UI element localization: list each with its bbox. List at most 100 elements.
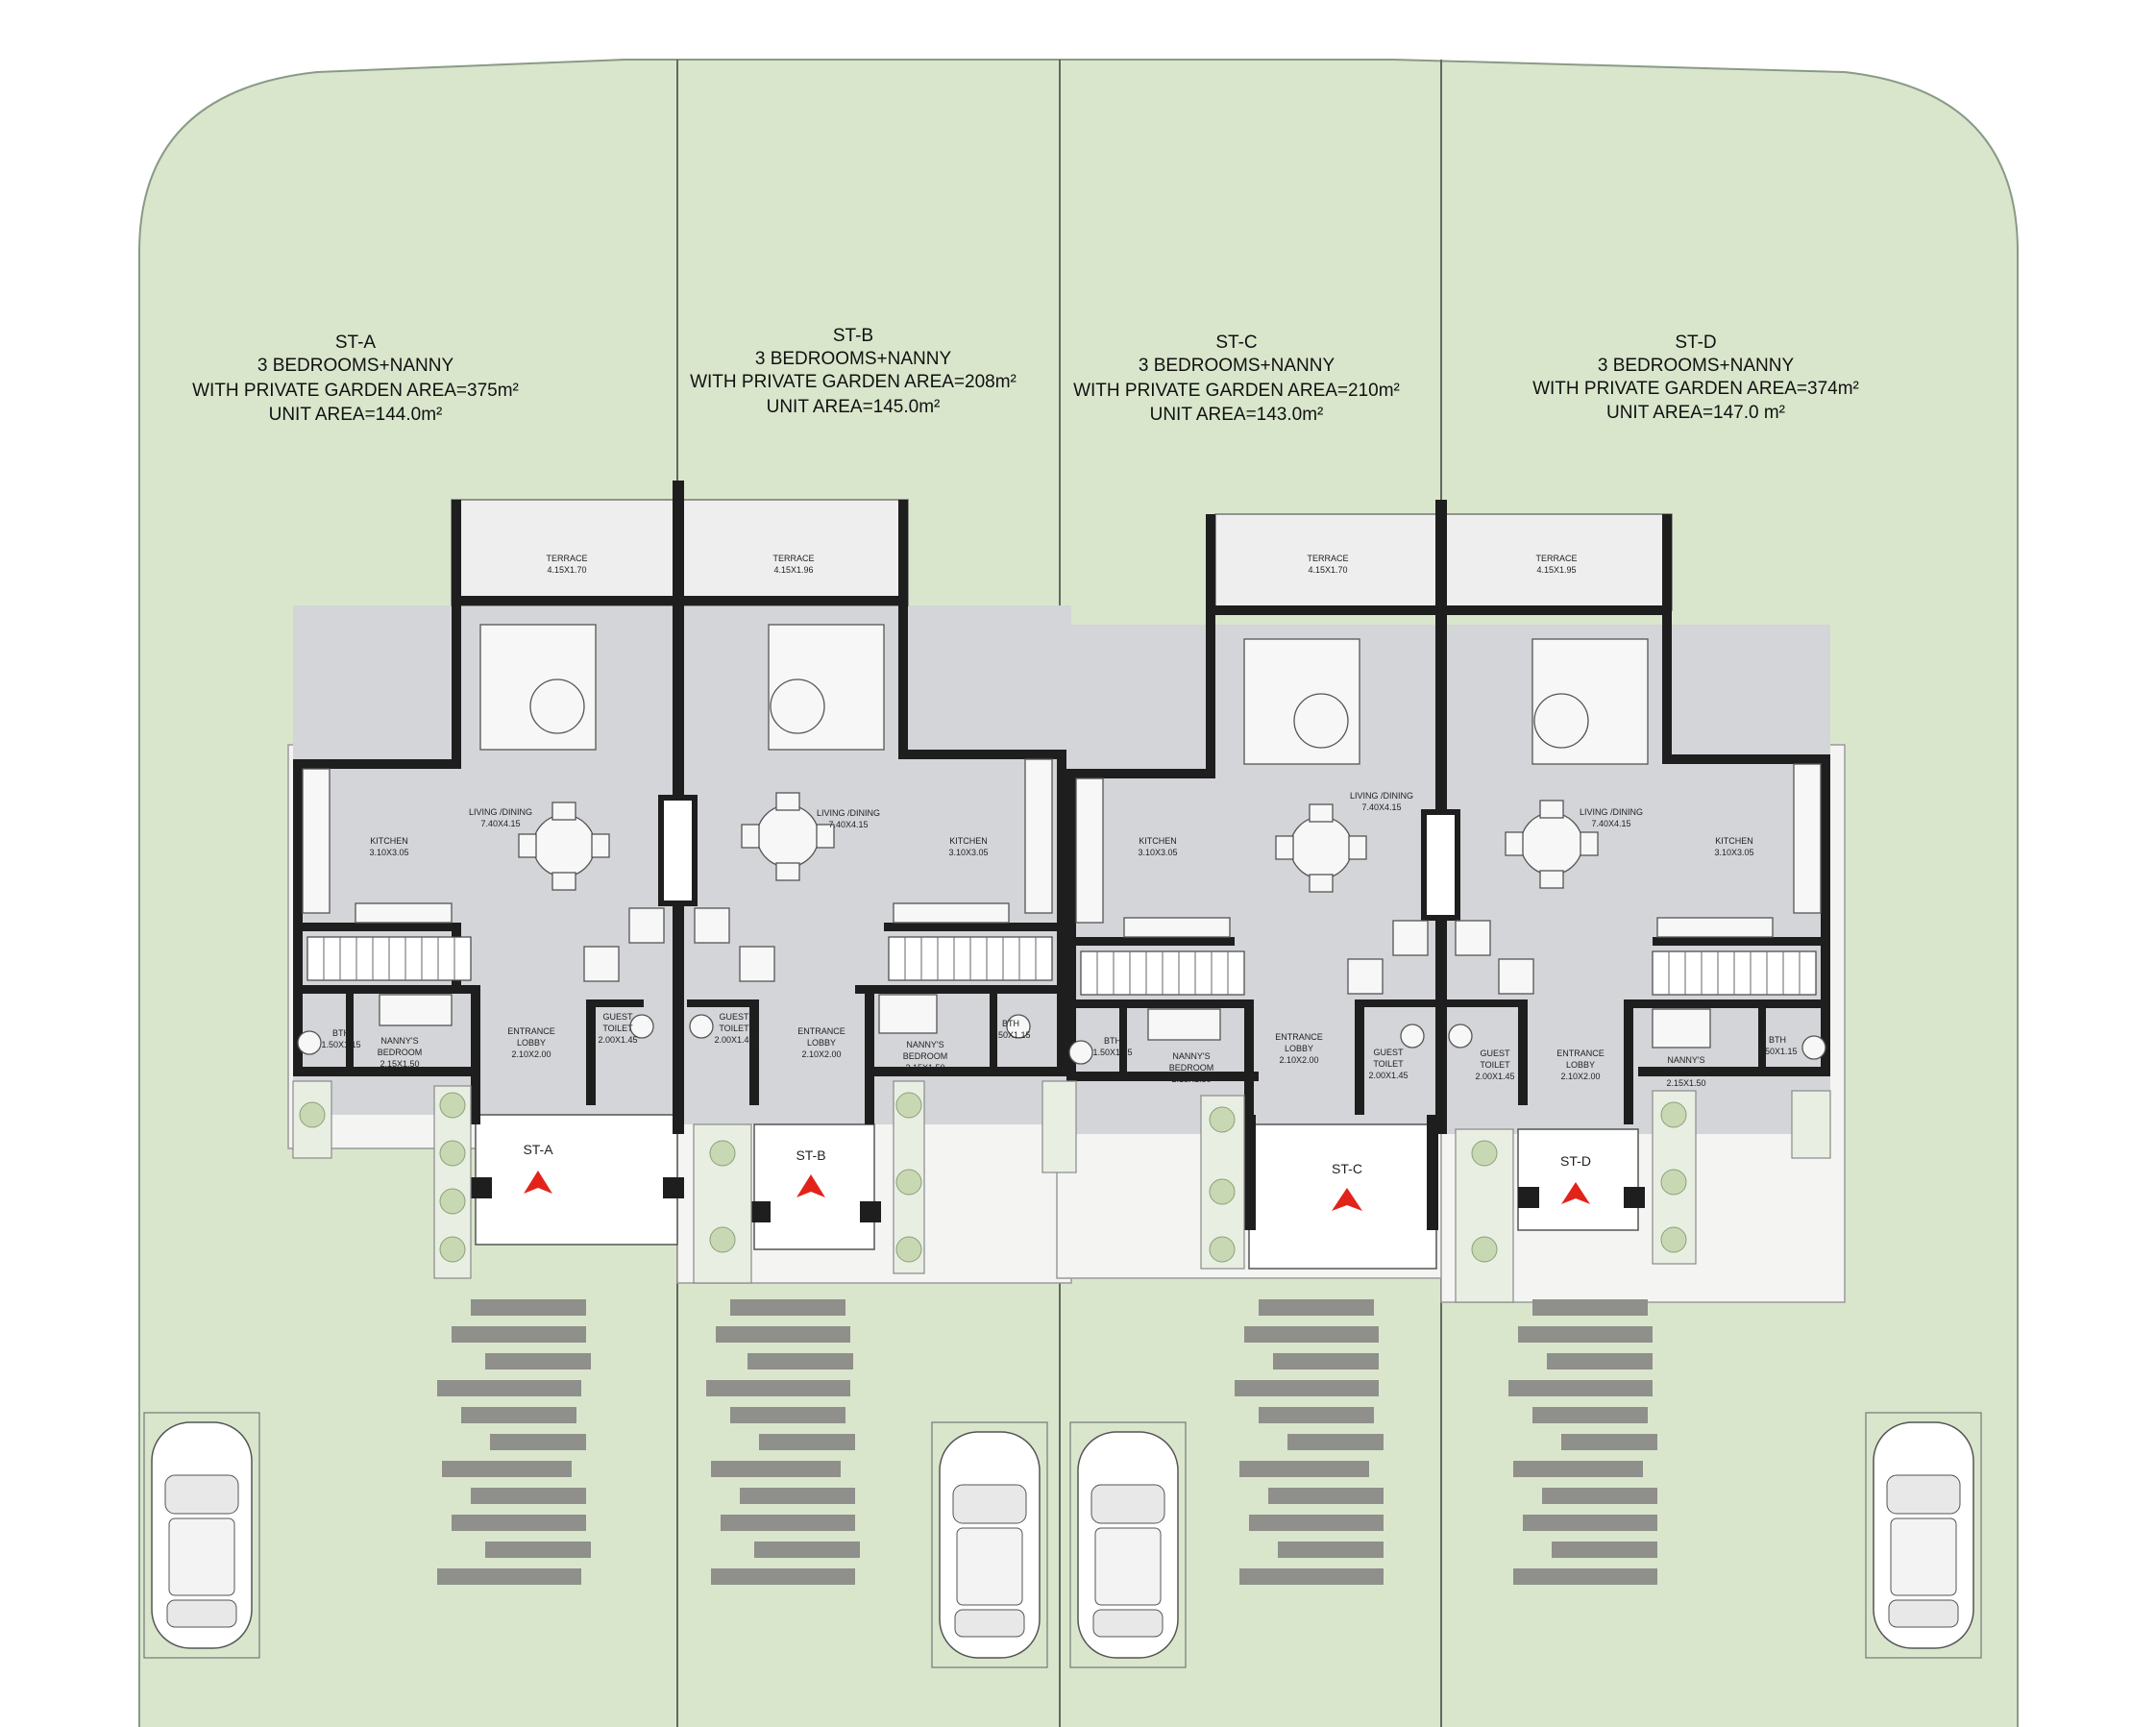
toilet-fixture <box>1801 1035 1826 1060</box>
room-label: LIVING /DINING <box>1350 791 1413 801</box>
armchair <box>1498 958 1534 995</box>
paving-stone <box>471 1488 586 1504</box>
room-label: BTH <box>1104 1036 1121 1046</box>
paving-stone <box>759 1434 855 1450</box>
paving-stone <box>1259 1299 1374 1316</box>
chair <box>775 862 800 881</box>
room-dim: 4.15X1.96 <box>773 565 813 575</box>
kitchen-counter <box>1075 777 1104 924</box>
chair <box>816 824 835 849</box>
room-dim: 2.15X1.50 <box>1666 1078 1705 1088</box>
unit-title-line: ST-A <box>335 333 377 353</box>
paving-stone <box>485 1542 591 1558</box>
shrub <box>1660 1226 1687 1253</box>
kitchen-counter <box>1123 917 1231 938</box>
room-label: KITCHEN <box>1139 836 1177 846</box>
porch-st-a <box>475 1114 678 1246</box>
room-dim: 2.00X1.45 <box>1475 1072 1514 1081</box>
paving-stone <box>471 1299 586 1316</box>
room-dim: 3.10X3.05 <box>1138 848 1177 857</box>
wall <box>898 750 1066 759</box>
room-dim: 2.10X2.00 <box>1560 1072 1600 1081</box>
room-label: BEDROOM <box>378 1048 423 1057</box>
shrub <box>1209 1178 1236 1205</box>
room-label: ENTRANCE <box>797 1026 845 1036</box>
room-dim: 4.15X1.70 <box>1308 565 1347 575</box>
car-icon <box>1865 1412 1982 1659</box>
room-dim: 3.10X3.05 <box>1714 848 1753 857</box>
wall <box>1355 999 1441 1007</box>
unit-title-st-a: ST-A 3 BEDROOMS+NANNY WITH PRIVATE GARDE… <box>192 333 519 425</box>
unit-title-line: UNIT AREA=145.0m² <box>767 397 941 417</box>
unit-title-line: WITH PRIVATE GARDEN AREA=374m² <box>1532 379 1859 399</box>
room-dim: 2.00X1.45 <box>714 1035 753 1045</box>
paving-stone <box>1287 1434 1384 1450</box>
room-label: LIVING /DINING <box>469 807 532 817</box>
paving-stone <box>716 1326 850 1343</box>
room-label: NANNY'S <box>906 1040 943 1049</box>
column <box>749 1201 771 1222</box>
wall <box>1066 769 1076 1076</box>
nanny-bed <box>1147 1008 1221 1041</box>
unit-title-line: 3 BEDROOMS+NANNY <box>755 349 952 369</box>
entrance-markers: ST-A ST-B ST-C ST-D <box>523 1142 1591 1211</box>
unit-title-line: WITH PRIVATE GARDEN AREA=208m² <box>690 372 1017 392</box>
parking-bay <box>931 1421 1048 1668</box>
terrace-st-c <box>1214 513 1442 611</box>
wall <box>682 596 908 605</box>
room-label: GUEST <box>1373 1048 1404 1057</box>
wall <box>1427 1115 1438 1230</box>
wall <box>1066 999 1249 1008</box>
parking-bay <box>1069 1421 1187 1668</box>
room-dim: 3.10X3.05 <box>948 848 988 857</box>
room-dim: 2.00X1.45 <box>1368 1071 1408 1080</box>
porch-st-d <box>1517 1128 1639 1231</box>
entrance-arrow-icon <box>1332 1188 1362 1211</box>
car-rear-window <box>166 1599 237 1628</box>
shrub <box>439 1188 466 1215</box>
paving-stone <box>1513 1568 1657 1585</box>
room-label: ENTRANCE <box>1275 1032 1323 1042</box>
room-dim: 4.15X1.70 <box>547 565 586 575</box>
wall <box>293 759 461 769</box>
parking <box>143 1412 1982 1668</box>
room-label: GUEST <box>1480 1049 1510 1058</box>
unit-title-line: UNIT AREA=143.0m² <box>1150 405 1324 425</box>
chair <box>1580 831 1599 856</box>
kitchen-counter <box>355 902 453 924</box>
room-label: LOBBY <box>1285 1044 1313 1053</box>
kitchen-counter <box>1024 758 1053 914</box>
chair <box>591 833 610 858</box>
toilet-fixture <box>297 1030 322 1055</box>
coffee-table <box>1533 693 1589 749</box>
room-dim: 2.15X1.50 <box>905 1063 944 1073</box>
room-dim: 1.50X1.15 <box>991 1030 1030 1040</box>
paving-stone <box>452 1326 586 1343</box>
toilet-fixture <box>1448 1024 1473 1049</box>
paving-stone <box>706 1380 850 1396</box>
entrance-label: ST-D <box>1560 1153 1591 1169</box>
chair <box>551 872 576 891</box>
wall <box>1119 999 1127 1081</box>
chair <box>1348 835 1367 860</box>
wall <box>1244 999 1254 1134</box>
room-dim: 3.10X3.05 <box>369 848 408 857</box>
shrub <box>895 1169 922 1196</box>
room-label: BTH <box>332 1028 350 1038</box>
dining-table <box>756 804 820 868</box>
column <box>1624 1187 1645 1208</box>
wall <box>1624 999 1830 1008</box>
toilet-fixture <box>1006 1014 1031 1039</box>
chair <box>1539 870 1564 889</box>
shrub <box>439 1236 466 1263</box>
nanny-bed <box>1652 1008 1711 1049</box>
paving-stone <box>442 1461 572 1477</box>
car-windshield <box>164 1474 239 1515</box>
unit-title-st-c: ST-C 3 BEDROOMS+NANNY WITH PRIVATE GARDE… <box>1073 333 1400 425</box>
entrance-label: ST-A <box>523 1142 553 1157</box>
wall <box>898 500 908 759</box>
wall <box>346 985 354 1072</box>
unit-title-line: 3 BEDROOMS+NANNY <box>1598 356 1795 376</box>
car-windshield <box>1090 1484 1165 1524</box>
paving-stone <box>437 1380 581 1396</box>
